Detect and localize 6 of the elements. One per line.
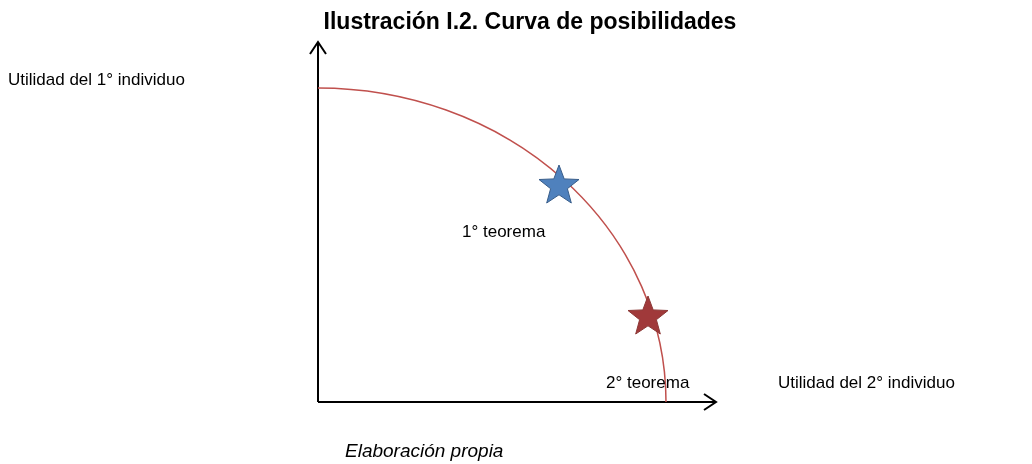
point-label: 2° teorema — [606, 373, 690, 393]
caption: Elaboración propia — [345, 440, 504, 462]
axis-label: Utilidad del 1° individuo — [8, 70, 185, 90]
title: Ilustración I.2. Curva de posibilidades — [322, 8, 738, 35]
axis-label: Utilidad del 2° individuo — [778, 373, 955, 393]
point-label: 1° teorema — [462, 222, 546, 242]
